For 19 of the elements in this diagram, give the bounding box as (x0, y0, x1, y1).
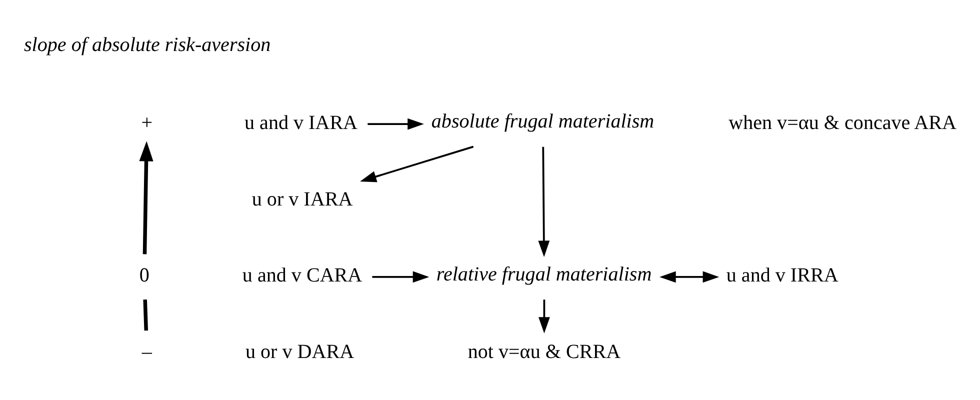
label: 0 (139, 264, 150, 286)
node-text: u and v IRRA (726, 264, 838, 286)
arrow (360, 145, 474, 182)
node-text: u and v IARA (244, 111, 358, 134)
arrow (538, 299, 550, 333)
arrow (538, 146, 550, 257)
node-text: u and v CARA (242, 264, 362, 286)
node-text: u or v DARA (245, 340, 354, 363)
node-text: not v=αu & CRRA (468, 340, 621, 363)
node-text: absolute frugal materialism (431, 110, 654, 132)
label: – (142, 340, 152, 363)
node-text: relative frugal materialism (436, 262, 652, 285)
label: + (141, 111, 153, 134)
label: slope of absolute risk-aversion (24, 34, 271, 56)
label: when v=αu & concave ARA (728, 111, 956, 134)
arrow (372, 270, 430, 282)
node-text: u or v IARA (252, 188, 353, 210)
arrow (660, 270, 720, 282)
arrow (368, 118, 424, 130)
